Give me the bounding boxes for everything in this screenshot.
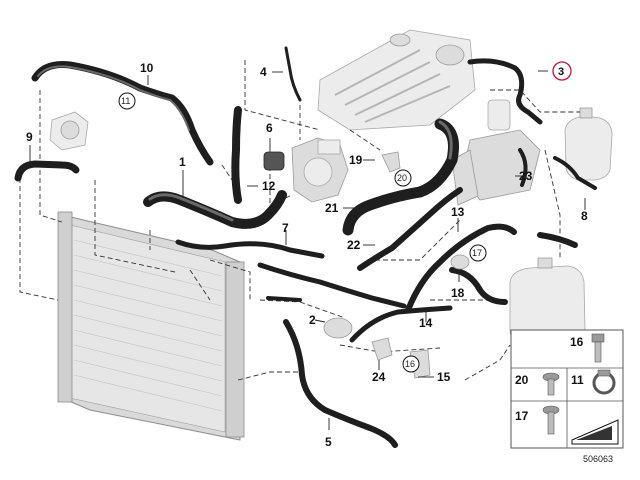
coolant-reservoir	[564, 107, 613, 181]
callout-5: 5	[325, 435, 332, 449]
callout-1: 1	[179, 155, 186, 169]
callout-3: 3	[558, 66, 564, 78]
small-pump	[323, 317, 353, 339]
direction-arrow-icon	[571, 419, 619, 445]
circled-ref-11: 11	[121, 96, 130, 106]
callout-15: 15	[437, 370, 451, 384]
intake-manifold	[317, 29, 476, 131]
drawing-number: 506063	[583, 454, 613, 464]
bolt-icon	[591, 333, 605, 363]
hose-4	[284, 46, 302, 102]
hoses	[14, 46, 597, 448]
hose-21	[342, 118, 459, 236]
heat-exchanger	[451, 99, 541, 206]
water-pump	[291, 137, 349, 203]
screw-icon	[542, 372, 560, 396]
callout-19: 19	[349, 153, 363, 167]
hose-9	[14, 160, 80, 182]
callout-12: 12	[262, 179, 276, 193]
callout-2: 2	[309, 313, 316, 327]
hose-2	[257, 262, 407, 309]
bolt-flange-icon	[542, 405, 560, 435]
circled-ref-20: 20	[397, 173, 407, 183]
hose-5	[283, 319, 398, 448]
hose-23	[518, 148, 528, 187]
callout-18: 18	[451, 286, 465, 300]
callout-24: 24	[372, 370, 386, 384]
callout-13: 13	[451, 205, 465, 219]
circled-ref-17: 17	[472, 248, 482, 258]
callout-4: 4	[260, 65, 267, 79]
hose-1	[143, 190, 287, 229]
hose-7	[175, 239, 325, 259]
hose-clamp-icon	[592, 369, 616, 395]
callout-21: 21	[325, 201, 339, 215]
legend-label-16: 16	[570, 335, 584, 349]
callout-labels: 1 2 4 5 6 7 8 9 10 12 13 14 15 18 19 21 …	[26, 61, 588, 449]
leader-lines	[29, 70, 586, 430]
legend-label-11: 11	[571, 373, 584, 387]
callout-14: 14	[419, 316, 433, 330]
callout-3-highlight-ring	[552, 61, 572, 81]
callout-9: 9	[26, 130, 33, 144]
callout-10: 10	[140, 61, 154, 75]
circled-ref-16: 16	[405, 359, 415, 369]
radiator	[57, 211, 245, 441]
legend-label-17: 17	[515, 409, 529, 423]
parts-legend: 16 20 11 17	[510, 329, 624, 449]
hose-13	[405, 223, 517, 313]
hose-14	[349, 305, 453, 343]
callout-23: 23	[519, 169, 533, 183]
hose-8	[553, 156, 597, 190]
callout-7: 7	[282, 221, 289, 235]
legend-label-20: 20	[515, 373, 529, 387]
auxiliary-pump	[49, 111, 89, 151]
hose-22	[357, 187, 463, 271]
hose-10	[31, 61, 214, 166]
hose-3	[467, 58, 543, 125]
callout-22: 22	[347, 238, 361, 252]
hose-12	[231, 106, 242, 204]
callout-6: 6	[266, 121, 273, 135]
callout-8: 8	[581, 209, 588, 223]
